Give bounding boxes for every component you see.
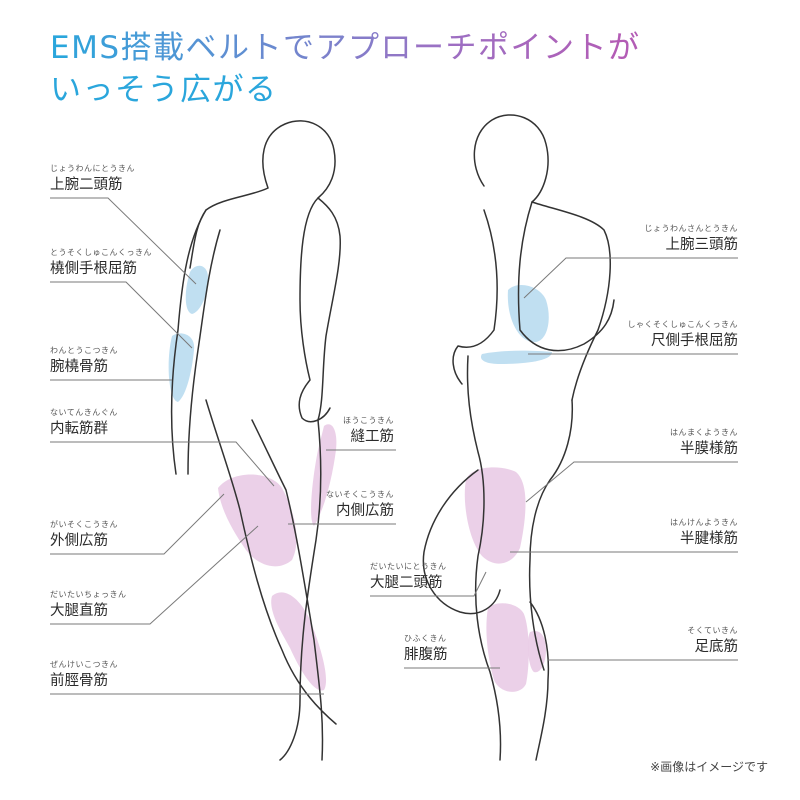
muscle-label-name: 外側広筋	[50, 533, 108, 549]
muscle-label-ruby: だいたいにとうきん	[370, 562, 447, 571]
muscle-label: わんとうこつきん腕橈骨筋	[50, 346, 118, 377]
muscle-label-ruby: がいそくこうきん	[50, 520, 118, 529]
muscle-label-name: 内転筋群	[50, 421, 108, 437]
muscle-label-ruby: しゃくそくしゅこんくっきん	[627, 320, 738, 329]
leader-vastus-lateralis	[50, 493, 225, 555]
muscle-label: がいそくこうきん外側広筋	[50, 520, 118, 551]
muscle-label-name: 橈側手根屈筋	[50, 261, 137, 277]
muscle-label-ruby: じょうわんさんとうきん	[644, 224, 738, 233]
back-figure-arms	[452, 201, 615, 385]
quadriceps-highlight	[218, 474, 297, 567]
back-figure-legs	[422, 355, 574, 761]
front-figure-right-arm	[298, 197, 331, 423]
shin-highlight	[271, 592, 327, 691]
leader-lines	[50, 197, 738, 695]
muscle-label-ruby: だいたいちょっきん	[50, 590, 127, 599]
muscle-label: そくていきん足底筋	[687, 626, 738, 657]
muscle-label-ruby: ほうこうきん	[343, 416, 394, 425]
front-figure-head-torso	[189, 120, 342, 421]
body-outlines	[170, 114, 615, 761]
muscle-label-ruby: ないてんきんぐん	[50, 408, 118, 417]
muscle-label-ruby: ぜんけいこつきん	[50, 660, 118, 669]
muscle-label: はんけんようきん半腱様筋	[670, 518, 738, 549]
leader-semimembranosus	[525, 461, 738, 503]
muscle-label-name: 尺側手根屈筋	[651, 333, 738, 349]
muscle-label-ruby: とうそくしゅこんくっきん	[50, 248, 152, 257]
muscle-label-ruby: はんまくようきん	[670, 428, 738, 437]
front-figure-left-arm	[170, 209, 221, 475]
leader-triceps	[523, 257, 738, 299]
muscle-label-name: 縫工筋	[350, 429, 395, 445]
muscle-label-ruby: はんけんようきん	[670, 518, 738, 527]
muscle-label-name: 足底筋	[694, 639, 739, 655]
muscle-label: ないてんきんぐん内転筋群	[50, 408, 118, 439]
calf-highlight	[486, 603, 529, 692]
forearm-back-highlight	[480, 350, 552, 364]
title-line-2: いっそう広がる	[50, 72, 278, 108]
muscle-label-ruby: ひふくきん	[404, 634, 447, 643]
biceps-highlight	[185, 265, 208, 314]
title-line-1: EMS搭載ベルトでアプローチポイントが	[50, 30, 641, 66]
leader-rectus-femoris	[50, 525, 259, 625]
muscle-label: ひふくきん腓腹筋	[404, 634, 448, 665]
leader-forearm-flexor	[50, 281, 193, 349]
muscle-label-name: 上腕二頭筋	[50, 177, 123, 193]
muscle-label-ruby: ないそくこうきん	[326, 490, 394, 499]
muscle-label: ぜんけいこつきん前脛骨筋	[50, 660, 118, 691]
muscle-label-name: 腓腹筋	[404, 647, 448, 663]
image-note: ※画像はイメージです	[650, 760, 768, 774]
muscle-label: とうそくしゅこんくっきん橈側手根屈筋	[50, 248, 152, 279]
muscle-label-ruby: じょうわんにとうきん	[50, 164, 135, 173]
leader-adductor	[50, 441, 275, 487]
muscle-label-name: 大腿直筋	[50, 603, 108, 619]
muscle-label-name: 内側広筋	[336, 503, 394, 519]
muscle-label-name: 上腕三頭筋	[665, 237, 739, 253]
muscle-label: ほうこうきん縫工筋	[343, 416, 394, 447]
muscle-label: しゃくそくしゅこんくっきん尺側手根屈筋	[628, 320, 739, 351]
muscle-label-name: 半腱様筋	[680, 531, 738, 547]
muscle-label: じょうわんさんとうきん上腕三頭筋	[645, 224, 739, 255]
leader-biceps	[50, 197, 197, 285]
muscle-label-ruby: そくていきん	[687, 626, 738, 635]
muscle-label-name: 大腿二頭筋	[370, 575, 443, 591]
muscle-label-name: 前脛骨筋	[50, 673, 108, 689]
muscle-label: だいたいにとうきん大腿二頭筋	[370, 562, 447, 593]
leader-biceps-femoris	[370, 571, 487, 597]
front-figure-legs	[205, 399, 337, 761]
muscle-label-ruby: わんとうこつきん	[50, 346, 118, 355]
muscle-label: じょうわんにとうきん上腕二頭筋	[50, 164, 135, 195]
muscle-label-name: 腕橈骨筋	[50, 359, 108, 375]
muscle-label: だいたいちょっきん大腿直筋	[50, 590, 127, 621]
muscle-label-name: 半膜様筋	[680, 441, 738, 457]
muscle-label: ないそくこうきん内側広筋	[326, 490, 394, 521]
muscle-label: はんまくようきん半膜様筋	[670, 428, 738, 459]
hamstring-highlight	[464, 467, 526, 564]
